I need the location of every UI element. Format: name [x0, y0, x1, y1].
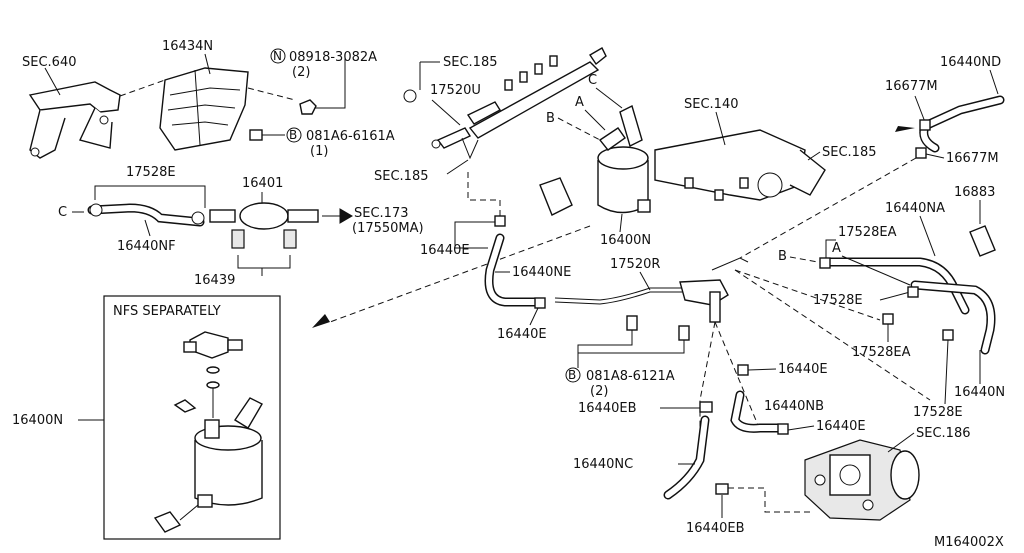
bolt-callout-circle — [286, 127, 302, 143]
fuel-filter-16400N-part — [539, 104, 651, 216]
clamp-17528EA-top-icon — [819, 257, 831, 269]
fuel-pipe-17520U-part — [436, 127, 472, 149]
hose-16440ND-part — [919, 95, 1005, 153]
clamp-17528EA-bot-icon — [882, 313, 894, 325]
part-16400N-left-label: 16400N — [12, 413, 63, 428]
arrow-to-sec173-icon — [322, 208, 353, 224]
sec140-label: SEC.140 — [684, 97, 739, 112]
part-16440E-d-label: 16440E — [816, 419, 866, 434]
nfs-separately-box — [103, 295, 281, 540]
bolt-callout-prefix: B — [289, 128, 297, 142]
part-16439-label: 16439 — [194, 273, 235, 288]
part-17528E-top-label: 17528E — [126, 165, 176, 180]
hose-16440NE-part — [484, 233, 545, 307]
sec185-right-label: SEC.185 — [822, 145, 877, 160]
arrow-left-16677M-icon — [895, 126, 915, 132]
figure-id-label: M164002X — [934, 535, 1004, 550]
sec640-label: SEC.640 — [22, 55, 77, 70]
clamp-17528E-bot-icon — [942, 329, 954, 341]
part-16440NB-label: 16440NB — [764, 399, 824, 414]
clamp-16440E-a-icon — [494, 215, 506, 227]
hose-16440NC-part — [663, 415, 710, 500]
part-16400N-label: 16400N — [600, 233, 651, 248]
part-16434N-label: 16434N — [162, 39, 213, 54]
part-16883-label: 16883 — [954, 185, 995, 200]
ref-A-top-label: A — [575, 95, 584, 110]
sec186-label: SEC.186 — [916, 426, 971, 441]
clamp-16440E-b-icon — [534, 297, 546, 309]
clamp-16440EB-a-icon — [699, 401, 713, 413]
nut-callout-circle — [270, 48, 286, 64]
sec185-top-label: SEC.185 — [443, 55, 498, 70]
nfs-filter-assembly-part — [153, 331, 263, 533]
part-17528E-mid-label: 17528E — [813, 293, 863, 308]
hose-16440NB-part — [730, 390, 785, 433]
part-16440EB-b-label: 16440EB — [686, 521, 745, 536]
ref-A-mid-label: A — [832, 241, 841, 256]
fuel-pipe-17520R-part — [554, 257, 749, 323]
part-16440E-a-label: 16440E — [420, 243, 470, 258]
part-16440NE-label: 16440NE — [512, 265, 571, 280]
nfs-separately-title: NFS SEPARATELY — [113, 304, 221, 319]
nut-quantity-label: (2) — [292, 65, 310, 80]
arrow-to-nfs-icon — [312, 314, 330, 328]
fuel-pump-sec186-part — [804, 439, 920, 521]
part-16440NF-label: 16440NF — [117, 239, 176, 254]
nut-part-code-label: 08918-3082A — [289, 50, 377, 65]
bolt-quantity-label: (1) — [310, 144, 328, 159]
nut-icon — [299, 99, 317, 115]
part-16440ND-label: 16440ND — [940, 55, 1001, 70]
bracket-sec640-part — [28, 67, 121, 159]
clip-16883-part — [969, 225, 996, 257]
part-16440NC-label: 16440NC — [573, 457, 633, 472]
part-17528E-bot-label: 17528E — [913, 405, 963, 420]
part-16440E-b-label: 16440E — [497, 327, 547, 342]
bolt2-b-icon — [678, 325, 690, 341]
part-17520U-label: 17520U — [430, 83, 481, 98]
bolt2-part-code-label: 081A8-6121A — [586, 369, 675, 384]
ref-C-top-label: C — [588, 73, 597, 88]
part-16440NA-label: 16440NA — [885, 201, 945, 216]
bolt-icon — [249, 129, 263, 141]
ref-B-top-label: B — [546, 111, 555, 126]
intake-manifold-sec140-part — [654, 129, 826, 201]
priming-pump-16401-part — [209, 202, 319, 249]
clamp-16440EB-b-icon — [715, 483, 729, 495]
clip-16677M-bottom-icon — [915, 147, 927, 159]
ref-B-mid-label: B — [778, 249, 787, 264]
part-17528EA-bot-label: 17528EA — [852, 345, 911, 360]
nut-callout-prefix: N — [273, 49, 282, 63]
part-17528EA-top-label: 17528EA — [838, 225, 897, 240]
bolt2-callout-circle — [565, 367, 581, 383]
bolt-part-code-label: 081A6-6161A — [306, 129, 395, 144]
sec173-sub-label: (17550MA) — [352, 221, 424, 236]
clip-16677M-top-icon — [919, 119, 931, 131]
part-16440E-c-label: 16440E — [778, 362, 828, 377]
sec185-lower-label: SEC.185 — [374, 169, 429, 184]
clamp-16440E-d-icon — [777, 423, 789, 435]
part-16401-label: 16401 — [242, 176, 283, 191]
clamp-16440E-c-icon — [737, 364, 749, 376]
part-17520R-label: 17520R — [610, 257, 660, 272]
bolt2-callout-prefix: B — [568, 368, 576, 382]
bolt2-a-icon — [626, 315, 638, 331]
part-16677M-top-label: 16677M — [885, 79, 938, 94]
hose-16440NA-part — [825, 257, 996, 355]
sec185-fitting-icon — [403, 89, 417, 103]
bolt2-quantity-label: (2) — [590, 384, 608, 399]
part-16440EB-a-label: 16440EB — [578, 401, 637, 416]
part-16440N-right-label: 16440N — [954, 385, 1005, 400]
fuel-rail-part — [466, 47, 607, 139]
sec173-label: SEC.173 — [354, 206, 409, 221]
clamp-17528E-mid-icon — [907, 286, 919, 298]
ref-C-left-label: C — [58, 205, 67, 220]
part-16677M-bot-label: 16677M — [946, 151, 999, 166]
heat-shield-16434N-part — [159, 67, 249, 151]
hose-16440NF-part — [87, 203, 205, 227]
